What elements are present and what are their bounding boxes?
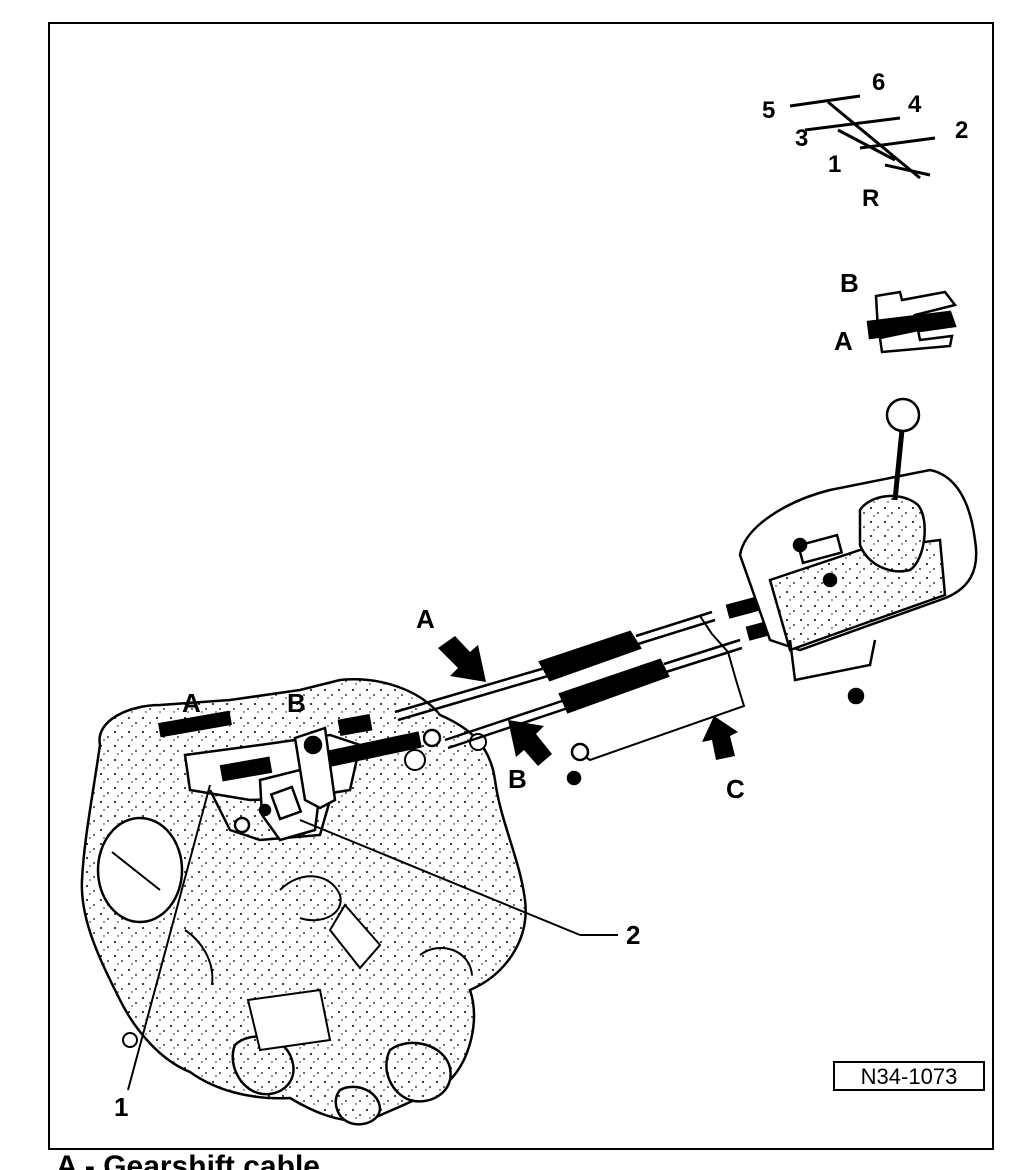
bell-housing-opening: [96, 816, 184, 924]
left-cable-label-b: B: [287, 688, 306, 718]
gear-label-5: 5: [762, 97, 775, 124]
gear-label-3: 3: [795, 125, 808, 152]
item-label-1: 1: [114, 1092, 128, 1122]
callout-label-a: A: [416, 604, 435, 634]
reference-code: N34-1073: [861, 1064, 958, 1089]
movement-direction-legend: [866, 290, 958, 354]
callout-label-c: C: [726, 774, 745, 804]
gear-label-6: 6: [872, 69, 885, 96]
legend-letter-b: B: [840, 268, 859, 298]
gear-label-r: R: [862, 185, 879, 212]
gear-lever-boot: [858, 494, 926, 573]
gear-label-4: 4: [908, 91, 922, 118]
left-cable-label-a: A: [182, 688, 201, 718]
gear-lever-knob: [885, 397, 921, 433]
callout-label-b: B: [508, 764, 527, 794]
reference-code-box: [833, 1061, 985, 1091]
cable-end-spring-a: [219, 756, 273, 782]
gearshift-cables: [394, 593, 793, 786]
item-label-2: 2: [626, 920, 640, 950]
figure-caption: A - Gearshift cable: [56, 1150, 320, 1170]
callout-arrow-a: [438, 636, 486, 682]
callout-arrow-c: [702, 716, 738, 760]
cable-end-spring-b: [328, 714, 422, 767]
gear-shift-pattern: [789, 94, 936, 180]
gear-label-1: 1: [828, 151, 841, 178]
gear-lever-shaft: [892, 429, 905, 501]
leader-lines: [127, 784, 618, 1091]
callout-arrow-b: [508, 720, 552, 766]
legend-letter-a: A: [834, 326, 853, 356]
gear-label-2: 2: [955, 117, 968, 144]
gear-lever-housing: [738, 397, 978, 705]
